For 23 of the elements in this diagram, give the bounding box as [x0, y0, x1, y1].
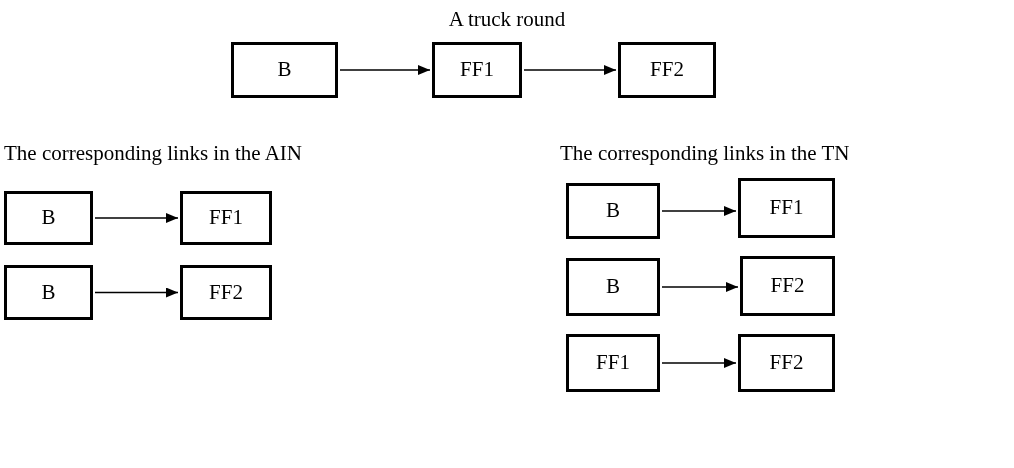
- process-box: B: [4, 191, 93, 245]
- arrow: [661, 206, 737, 216]
- process-box: FF2: [738, 334, 835, 392]
- process-box: B: [231, 42, 338, 98]
- process-box: FF1: [738, 178, 835, 238]
- process-box: FF1: [432, 42, 522, 98]
- process-box: B: [4, 265, 93, 320]
- process-box: FF2: [180, 265, 272, 320]
- arrow: [661, 282, 739, 292]
- process-box: FF1: [180, 191, 272, 245]
- process-box: FF2: [618, 42, 716, 98]
- arrow: [94, 287, 179, 298]
- process-box: FF2: [740, 256, 835, 316]
- arrow: [94, 213, 179, 223]
- process-box: B: [566, 183, 660, 239]
- process-box: B: [566, 258, 660, 316]
- arrow: [339, 65, 431, 75]
- arrow: [661, 358, 737, 368]
- title: A truck round: [447, 6, 567, 33]
- section-heading: The corresponding links in the AIN: [4, 140, 303, 167]
- section-heading: The corresponding links in the TN: [560, 140, 850, 167]
- process-box: FF1: [566, 334, 660, 392]
- arrow: [523, 65, 617, 75]
